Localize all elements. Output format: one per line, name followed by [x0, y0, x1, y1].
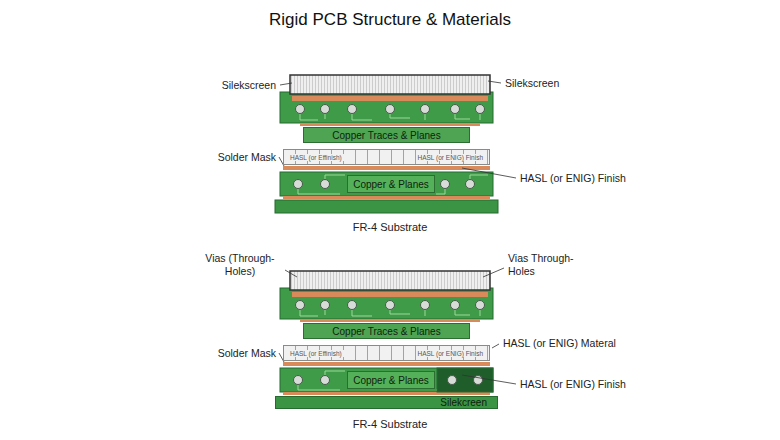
copper-plane-box: Copper & Planes: [347, 175, 435, 193]
layer-text: HASL (or Effinish): [288, 154, 344, 161]
part-label: Solder Mask: [218, 151, 276, 164]
part-label: Silekscreen: [222, 79, 276, 92]
part-label: Silekscreen: [505, 77, 559, 90]
leader-line: [280, 83, 292, 85]
part-label: HASL (or ENIG) Finish: [520, 378, 626, 391]
part-label: HASL (or ENIG) Materal: [503, 337, 616, 350]
copper-layer-bar: Copper Traces & Planes: [303, 127, 470, 143]
layer-text: Copper Traces & Planes: [332, 130, 440, 141]
part-label: Vias (Through-Holes): [198, 252, 282, 277]
pcb-stack: [280, 75, 493, 199]
layer-text: HASL (or ENIG) Finish: [416, 350, 486, 357]
part-label: Vias Through-Holes: [508, 252, 592, 277]
copper-plane-box: Copper & Planes: [347, 371, 435, 389]
leader-line: [488, 81, 501, 83]
substrate-bar: [275, 200, 498, 213]
leader-line: [462, 168, 516, 178]
via-symbol: [448, 376, 457, 385]
leader-line: [483, 268, 504, 277]
layer-text: Silekcreen: [440, 397, 487, 408]
layer-text: HASL (or Effinish): [288, 350, 344, 357]
pcb-stack: [280, 271, 493, 395]
solder-mask-band: HASL (or Effinish) HASL (or ENIG) Finish: [283, 345, 490, 361]
leader-line: [462, 375, 516, 384]
copper-layer-bar: Copper Traces & Planes: [303, 323, 470, 339]
leader-lines: [279, 81, 516, 384]
dark-plane-section: [437, 368, 493, 392]
leader-line: [285, 270, 297, 277]
layer-caption: FR-4 Substrate: [353, 418, 428, 431]
part-label: Solder Mask: [218, 347, 276, 360]
diagram-title: Rigid PCB Structure & Materials: [0, 10, 780, 30]
layer-text: Copper & Planes: [353, 375, 429, 386]
substrate-bar: Silekcreen: [275, 396, 498, 409]
layer-text: HASL (or ENIG) Finish: [416, 154, 486, 161]
leader-line: [492, 344, 499, 348]
solder-mask-band: HASL (or Effinish) HASL (or ENIG) Finish: [283, 149, 490, 165]
layer-text: Copper Traces & Planes: [332, 326, 440, 337]
part-label: HASL (or ENIG) Finish: [520, 172, 626, 185]
layer-caption: FR-4 Substrate: [353, 221, 428, 234]
layer-text: Copper & Planes: [353, 179, 429, 190]
